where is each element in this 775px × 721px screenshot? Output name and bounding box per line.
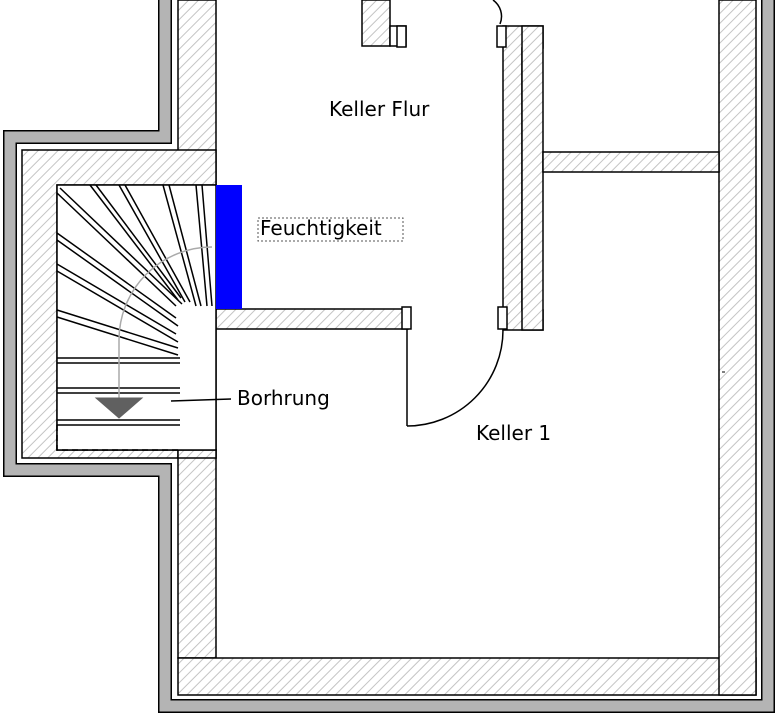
door-swing-top xyxy=(492,0,503,25)
room-label-hall: Keller Flur xyxy=(329,97,430,121)
drilling-leader-line xyxy=(170,398,232,402)
interior-walls xyxy=(215,0,720,331)
room-label-keller-1: Keller 1 xyxy=(476,421,551,445)
moisture-label: Feuchtigkeit xyxy=(260,216,382,240)
stair-treads xyxy=(56,184,213,426)
stair-direction-arrow xyxy=(94,397,144,419)
moisture-zone xyxy=(216,185,242,309)
door-swing-keller-1 xyxy=(406,329,504,427)
drilling-label: Borhrung xyxy=(237,386,330,410)
moisture-label-box xyxy=(257,217,404,242)
outer-insulation xyxy=(3,0,775,713)
stair-walking-line xyxy=(118,246,213,400)
outer-walls xyxy=(21,0,757,696)
door-jambs xyxy=(396,25,508,330)
staircase xyxy=(56,184,217,451)
